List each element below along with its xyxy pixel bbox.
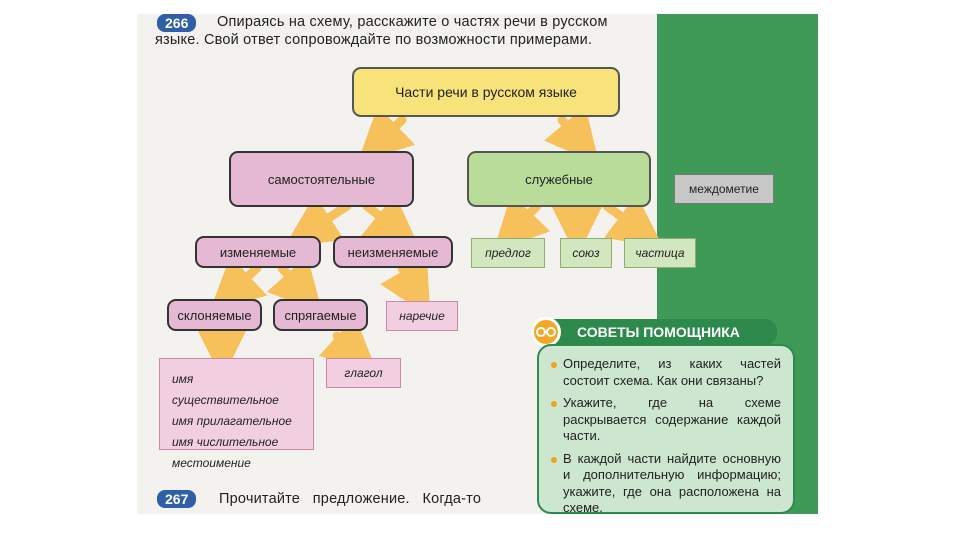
arrow-root-service	[543, 105, 600, 165]
task-267-text: Прочитайте предложение. Когда-то	[219, 491, 482, 507]
task-266-text-line1: Опираясь на схему, расскажите о частях р…	[217, 14, 608, 30]
box-independent: самостоятельные	[229, 151, 414, 207]
box-particle: частица	[624, 238, 696, 268]
task-number-266: 266	[157, 14, 197, 32]
arrow-changeable-declinable	[209, 255, 268, 313]
box-conjunction: союз	[560, 238, 612, 268]
diagram-arrows	[195, 105, 664, 379]
arrow-root-independent	[357, 105, 416, 163]
box-changeable: изменяемые	[195, 236, 321, 268]
box-verb: глагол	[326, 358, 401, 388]
helper-tips-panel: Определите, из каких частей состоит схем…	[537, 344, 795, 514]
box-declinable: склоняемые	[167, 299, 262, 331]
task-266-text-line2: языке. Свой ответ сопровождайте по возмо…	[155, 32, 593, 48]
box-service: служебные	[467, 151, 651, 207]
arrow-independent-unchangeable	[361, 194, 420, 250]
arrow-service-preposition	[493, 193, 551, 252]
arrow-changeable-conjugable	[266, 255, 323, 315]
helper-tip-2: Укажите, где на схеме раскрывается содер…	[551, 395, 781, 445]
list-item-pronoun: местоимение	[172, 456, 251, 470]
box-unchangeable: неизменяемые	[333, 236, 453, 268]
arrow-unchangeable-adverb	[380, 257, 431, 318]
box-nominal-list: имя существительное имя прилагательное и…	[159, 358, 314, 470]
textbook-page: 266 Опираясь на схему, расскажите о част…	[137, 14, 818, 514]
helper-title-bar: СОВЕТЫ ПОМОЩНИКА	[537, 319, 777, 345]
box-interjection: междометие	[674, 174, 774, 204]
box-conjugable: спрягаемые	[273, 299, 368, 331]
arrow-independent-changeable	[284, 194, 352, 247]
arrow-service-particle	[602, 194, 664, 249]
helper-title: СОВЕТЫ ПОМОЩНИКА	[577, 324, 740, 340]
task-number-267: 267	[157, 490, 197, 508]
box-root: Части речи в русском языке	[352, 67, 620, 117]
list-item-numeral: имя числительное	[172, 435, 279, 449]
box-adverb: наречие	[386, 301, 458, 331]
helper-tip-3: В каждой части найдите основную и дополн…	[551, 451, 781, 514]
box-preposition: предлог	[471, 238, 545, 268]
list-item-noun: имя существительное	[172, 372, 279, 407]
glasses-glyph	[536, 327, 556, 337]
helper-glasses-icon	[531, 317, 561, 347]
helper-tip-1: Определите, из каких частей состоит схем…	[551, 356, 781, 389]
arrow-conjugable-verb	[318, 315, 378, 373]
list-item-adjective: имя прилагательное	[172, 414, 292, 428]
